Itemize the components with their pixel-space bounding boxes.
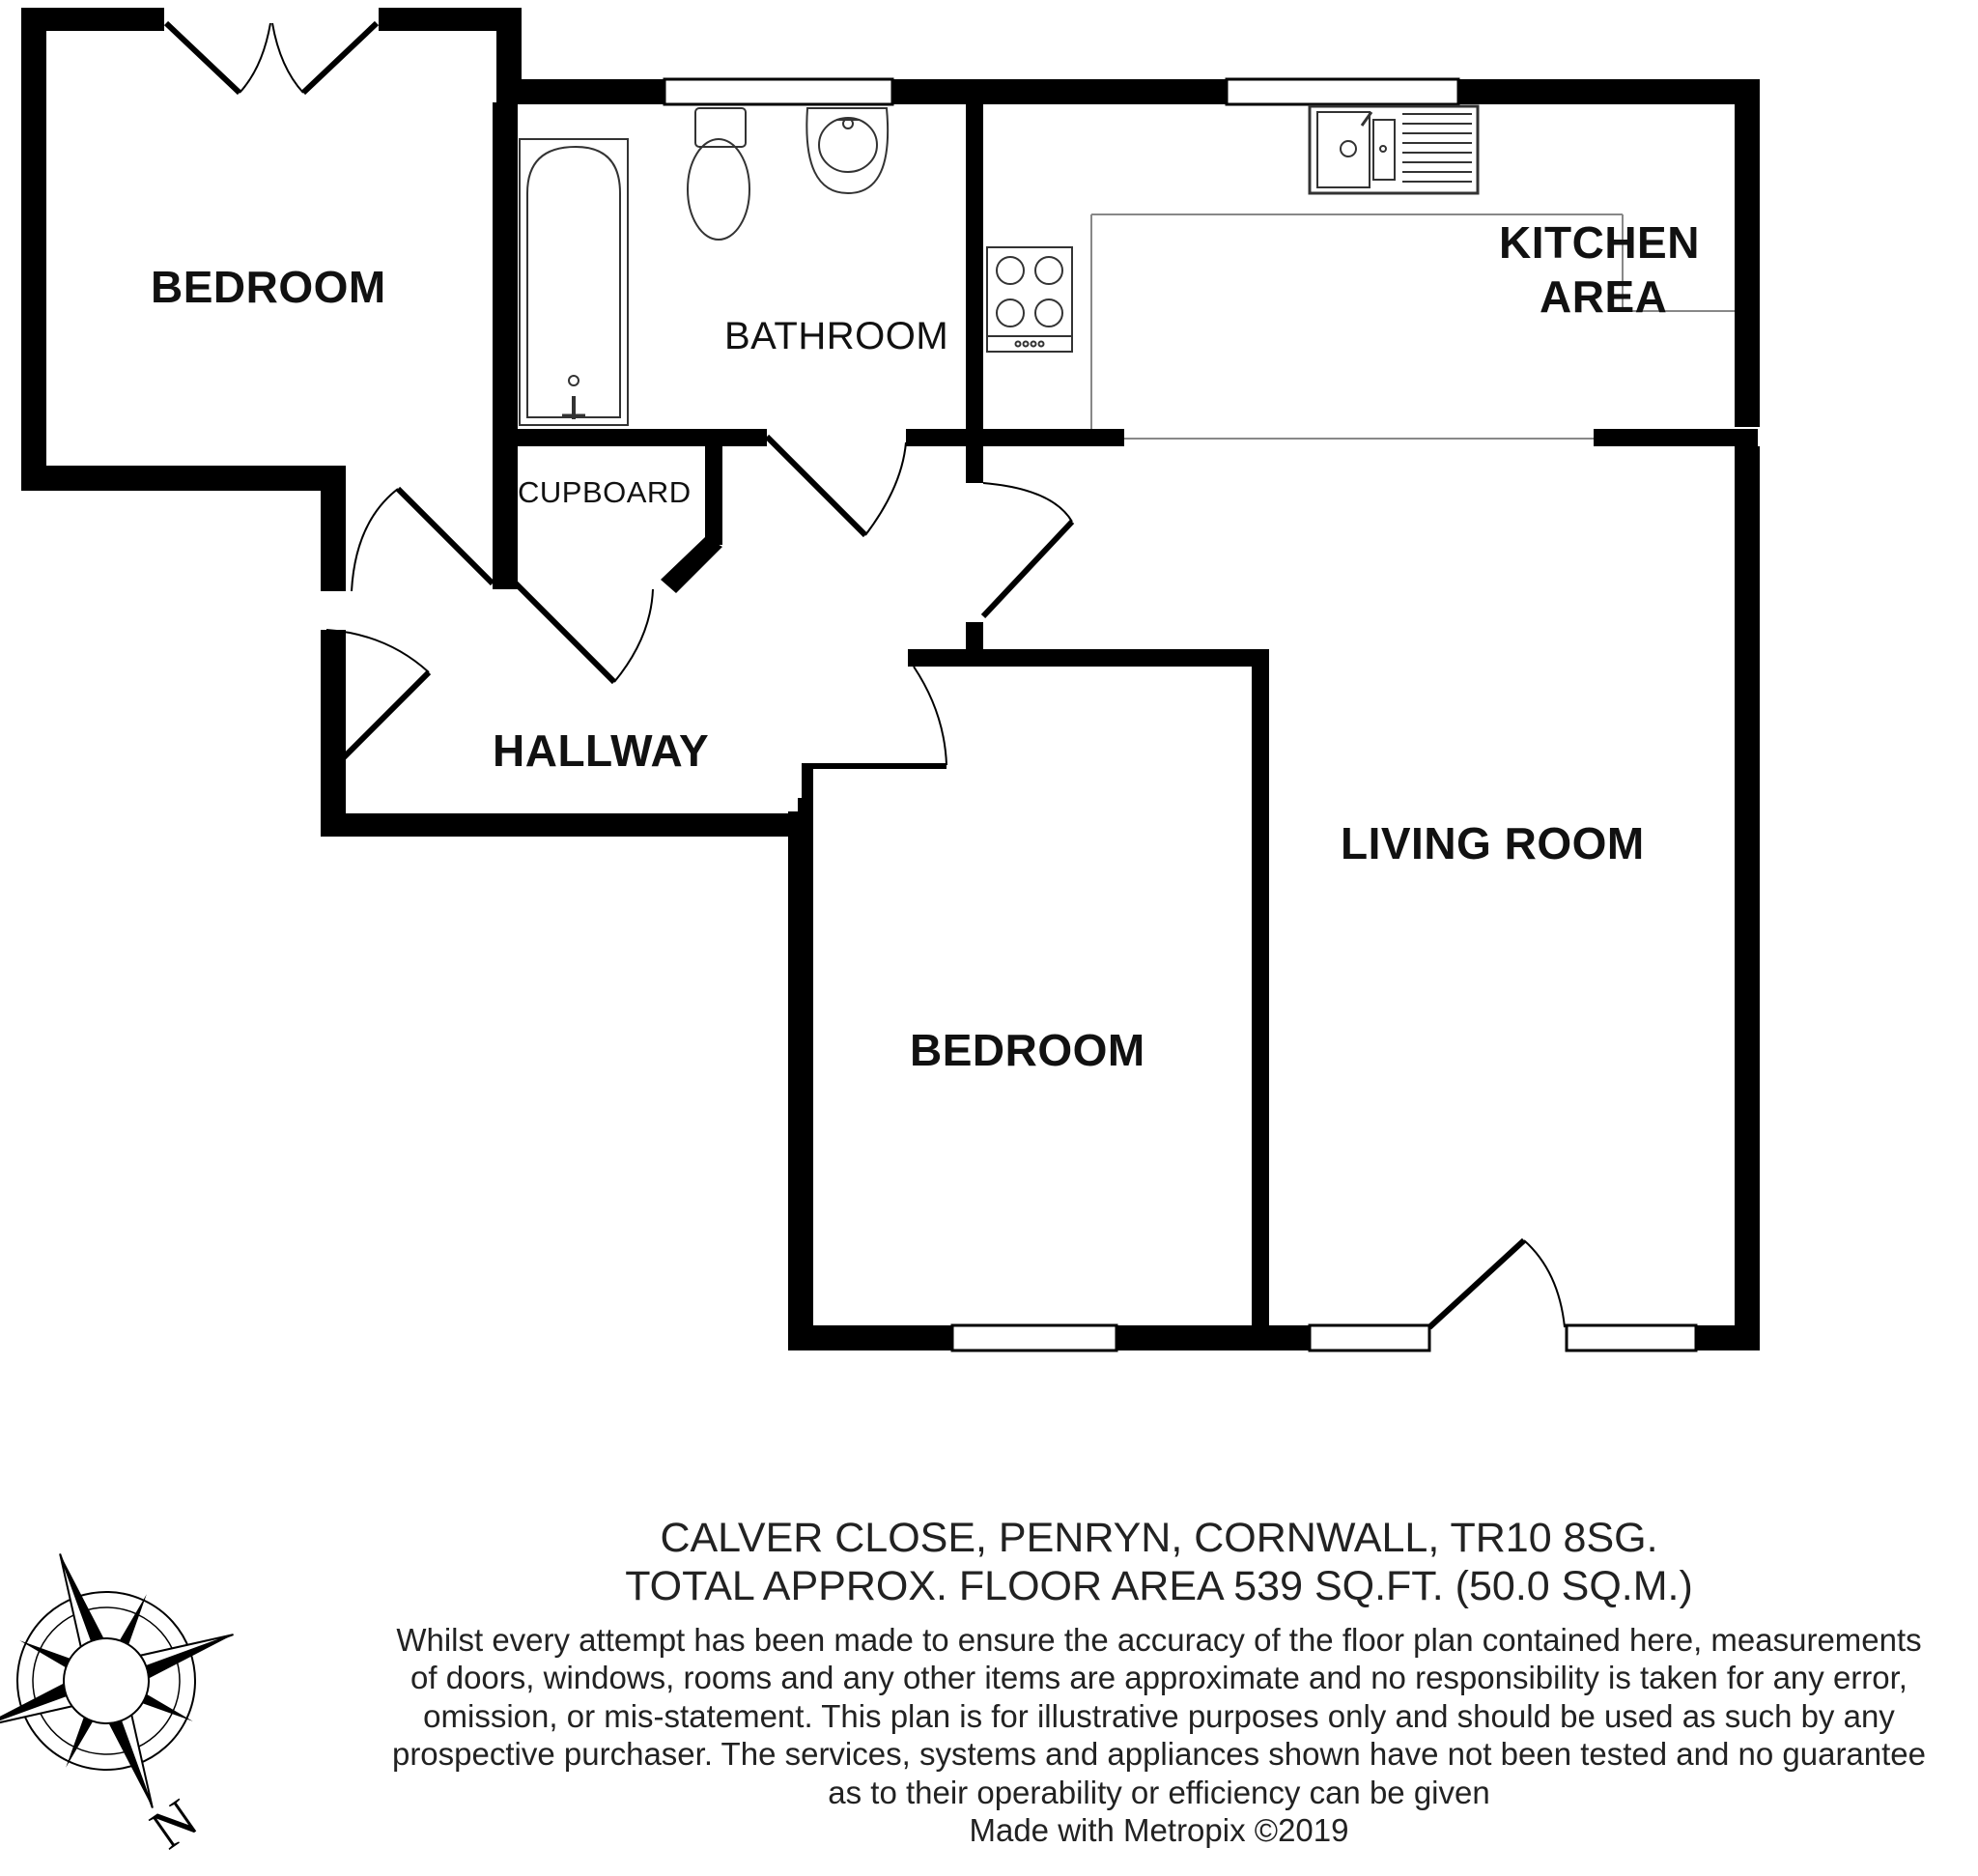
disclaimer-line-4: prospective purchaser. The services, sys… xyxy=(391,1736,1927,1772)
room-label-kitchen-line1: KITCHEN xyxy=(1499,217,1700,268)
bathtub xyxy=(519,138,629,426)
walls xyxy=(21,8,1760,1350)
doors xyxy=(163,20,1566,1330)
disclaimer-line-5: as to their operability or efficiency ca… xyxy=(828,1775,1490,1810)
room-label-bedroom-top: BEDROOM xyxy=(151,262,386,312)
kitchen-sink xyxy=(1308,104,1480,195)
room-label-living-room: LIVING ROOM xyxy=(1341,818,1645,868)
kitchen-worktop xyxy=(1090,213,1735,440)
door-bedroom-top-left xyxy=(163,20,242,96)
room-label-hallway: HALLWAY xyxy=(493,725,710,776)
windows xyxy=(663,77,1698,1352)
room-label-kitchen-line2: AREA xyxy=(1540,271,1668,322)
washbasin xyxy=(805,107,890,195)
disclaimer-line-1: Whilst every attempt has been made to en… xyxy=(396,1622,1922,1658)
room-label-bedroom-bottom: BEDROOM xyxy=(910,1025,1145,1075)
toilet xyxy=(687,107,750,241)
room-label-bathroom: BATHROOM xyxy=(724,315,949,357)
address-line: CALVER CLOSE, PENRYN, CORNWALL, TR10 8SG… xyxy=(660,1515,1658,1561)
room-label-cupboard: CUPBOARD xyxy=(518,475,692,509)
made-with-credit: Made with Metropix ©2019 xyxy=(969,1812,1349,1848)
door-bedroom-top-right xyxy=(300,20,380,96)
hob xyxy=(986,246,1073,353)
compass-rose-icon: N xyxy=(0,1553,234,1862)
floor-area-line: TOTAL APPROX. FLOOR AREA 539 SQ.FT. (50.… xyxy=(625,1563,1693,1609)
disclaimer-line-3: omission, or mis-statement. This plan is… xyxy=(423,1698,1895,1734)
disclaimer-line-2: of doors, windows, rooms and any other i… xyxy=(410,1660,1907,1695)
